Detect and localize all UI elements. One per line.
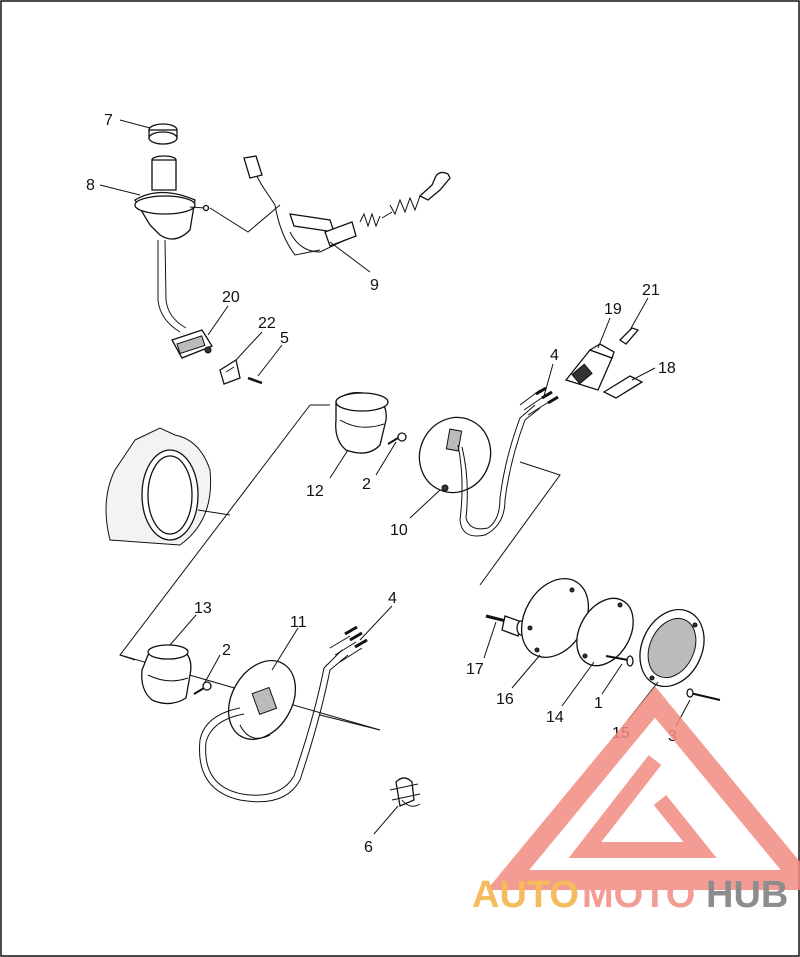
clip-part [219,358,241,385]
callout-6: 6 [364,839,373,856]
callout-16: 16 [496,691,514,708]
rotor-cup-upper-part [335,392,389,454]
callout-20: 20 [222,289,240,306]
callout-4-lower: 4 [388,590,397,607]
screw-upper-part [387,432,407,445]
callout-13: 13 [194,600,212,617]
callout-9: 9 [370,277,379,294]
logo-word-auto: AUTO [472,874,579,916]
logo-word-moto: MOTO [582,874,695,916]
timer-cover-part [639,608,705,688]
logo-word-hub: HUB [706,874,788,916]
crankcase-bore [105,427,231,546]
sensor-plate-upper-part [418,386,559,537]
cover-plate-part [576,597,634,667]
logo-triangle [486,686,800,890]
callout-2-upper: 2 [362,476,371,493]
pin-part [247,376,263,385]
spark-plug-wire-part [209,155,451,256]
rotor-cup-lower-part [141,644,192,705]
screw-lower-part [193,681,212,695]
callout-19: 19 [604,301,622,318]
sensor-plate-lower-part [199,625,368,803]
connector-part [171,329,213,359]
callout-17: 17 [466,661,484,678]
callout-8: 8 [86,177,95,194]
automotohub-logo: AUTO MOTO HUB [472,686,800,916]
callout-1: 1 [594,695,603,712]
callout-14: 14 [546,709,564,726]
terminal-housing-part [564,343,615,391]
module-outline [119,404,561,731]
callout-4-upper: 4 [550,347,559,364]
callout-12: 12 [306,483,324,500]
callout-11: 11 [290,614,307,631]
callout-21: 21 [642,282,660,299]
callout-2-lower: 2 [222,642,231,659]
callout-5: 5 [280,330,289,347]
cover-screw-part [605,655,634,667]
rivet-part [686,688,721,701]
terminal-part [618,327,640,345]
ignition-coil-part [134,123,210,333]
wire-clamp-part [389,777,421,807]
callout-10: 10 [390,522,408,539]
callout-22: 22 [258,315,276,332]
lock-plate-part [602,375,644,399]
callout-18: 18 [658,360,676,377]
callout-7: 7 [104,112,113,129]
